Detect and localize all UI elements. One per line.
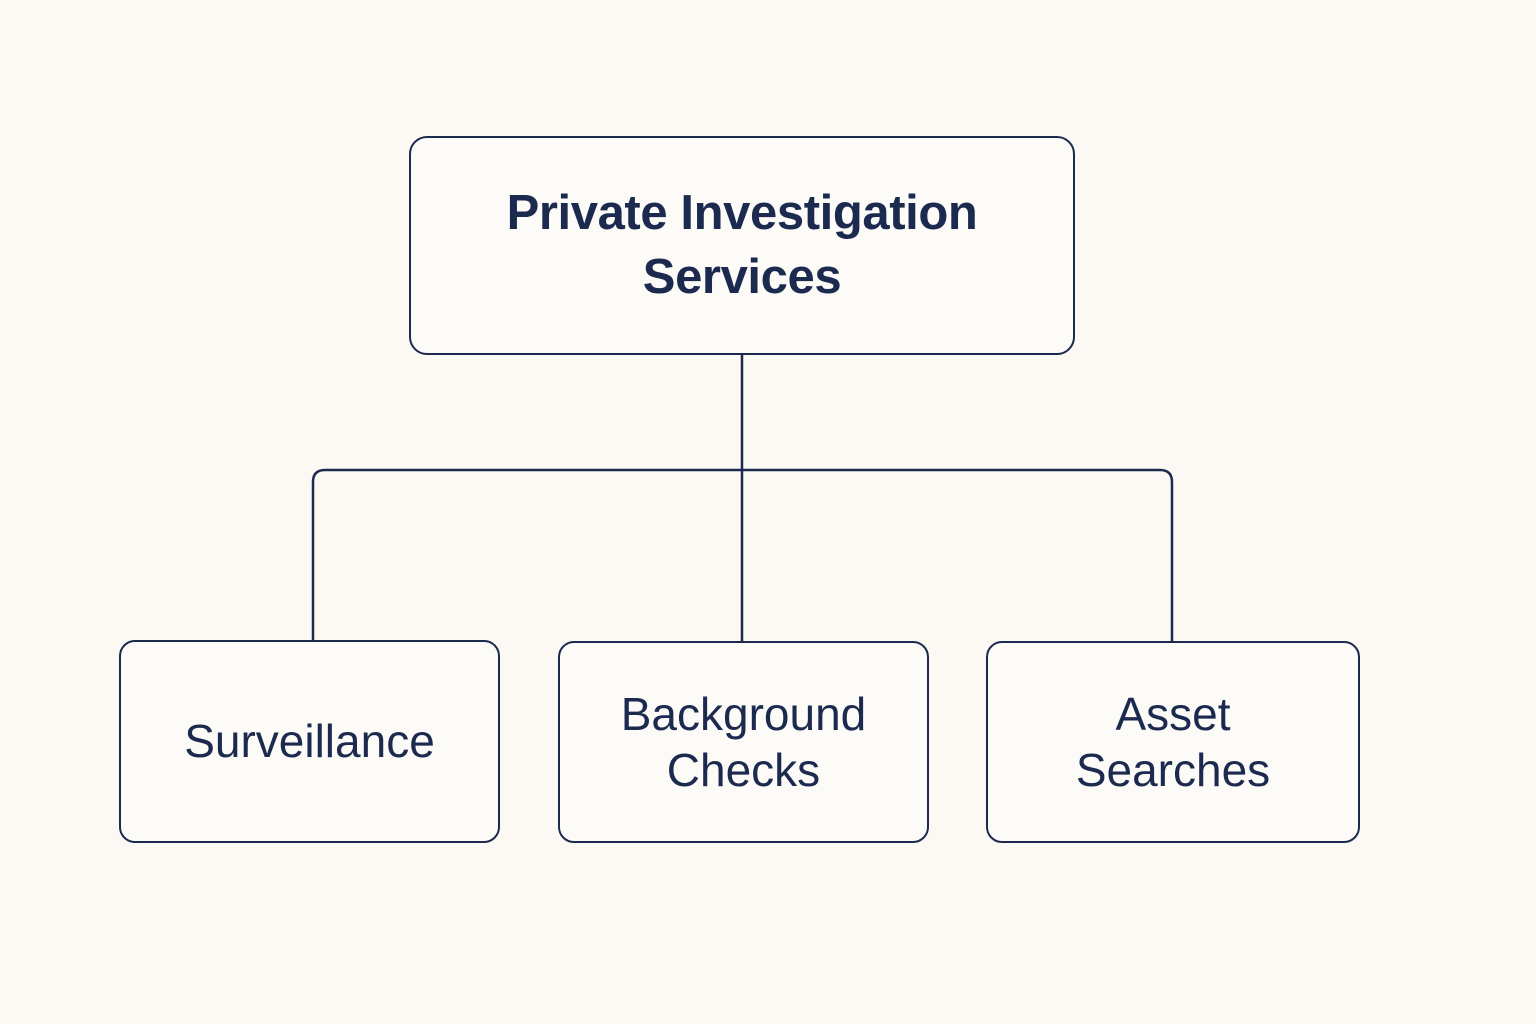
node-child-background-checks[interactable]: Background Checks [558, 641, 929, 843]
connector-branch-asset-searches [742, 468, 1174, 641]
connector-branch-surveillance [311, 468, 742, 640]
node-child-background-checks-label: Background Checks [620, 687, 867, 796]
node-child-surveillance-label: Surveillance [184, 715, 435, 768]
node-child-asset-searches[interactable]: Asset Searches [986, 641, 1360, 843]
node-child-asset-searches-label: Asset Searches [1075, 687, 1271, 796]
node-child-surveillance[interactable]: Surveillance [119, 640, 500, 843]
node-root-private-investigation-services[interactable]: Private Investigation Services [409, 136, 1075, 355]
node-root-label: Private Investigation Services [506, 185, 978, 304]
